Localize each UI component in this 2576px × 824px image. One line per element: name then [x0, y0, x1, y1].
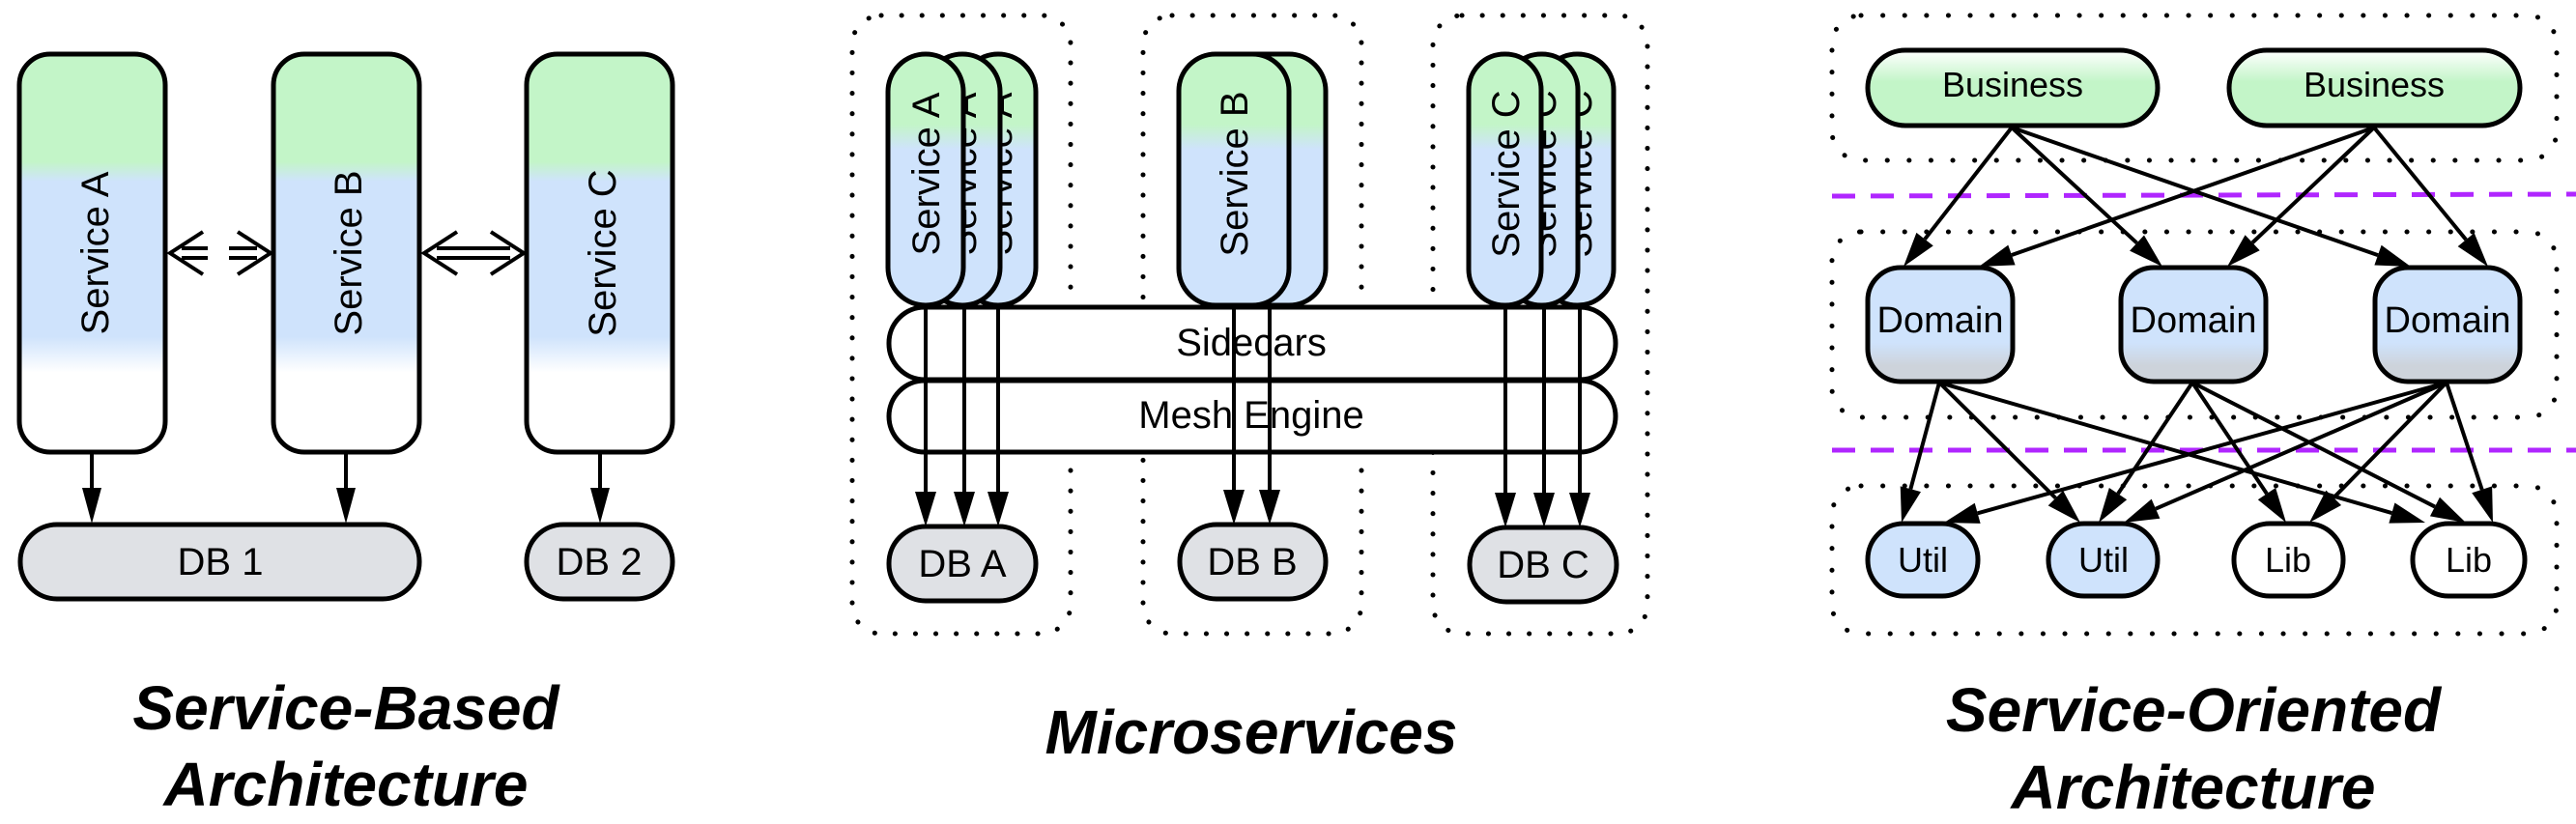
- service-boundary: [1140, 13, 1364, 637]
- business-service: Business: [1865, 47, 2161, 128]
- service-box: Service B: [271, 51, 422, 455]
- node-label: Util: [2078, 540, 2129, 580]
- domain-to-utility-edge: [2191, 381, 2466, 523]
- node-label: Domain: [1877, 300, 2004, 341]
- dashed-double-arrow: [166, 230, 274, 276]
- business-tier-boundary: [1829, 13, 2560, 163]
- service-to-db-arrow: [1533, 307, 1555, 527]
- database-label: DB 2: [557, 541, 643, 583]
- domain-to-utility-edge: [2124, 381, 2447, 523]
- db-arrow: [336, 454, 356, 524]
- layer-label: Mesh Engine: [1138, 394, 1363, 437]
- business-to-domain-edge: [1903, 126, 2014, 267]
- database: DB A: [886, 524, 1039, 604]
- service-box: Service A: [16, 51, 168, 455]
- service-label: Service A: [74, 171, 117, 334]
- domain-to-utility-edge: [1938, 381, 2425, 524]
- database: DB 1: [17, 522, 422, 602]
- node-label: Util: [1898, 540, 1948, 580]
- layer-label: Sidecars: [1176, 322, 1327, 364]
- domain-to-utility-edge: [1944, 381, 2447, 524]
- service-to-db-arrow: [915, 307, 936, 526]
- domain-service: Domain: [1865, 265, 2016, 384]
- sidecars-layer: Sidecars: [886, 304, 1618, 383]
- business-to-domain-edge: [2372, 126, 2488, 267]
- db-arrow: [82, 454, 101, 524]
- service-to-db-arrow: [1223, 307, 1245, 525]
- panel-title: Architecture: [2010, 753, 2376, 822]
- layer-divider: [1831, 191, 2576, 199]
- panel-title: Architecture: [162, 750, 529, 819]
- database: DB 2: [524, 522, 675, 602]
- database-label: DB B: [1207, 541, 1297, 583]
- database: DB C: [1467, 525, 1619, 605]
- library: Lib: [2231, 521, 2346, 599]
- panel-service-based: Service A Service B Service C: [16, 51, 675, 819]
- utility-service: Util: [2046, 521, 2161, 599]
- service-to-db-arrow: [1495, 307, 1516, 527]
- service-label: Service A: [905, 92, 948, 255]
- domain-service: Domain: [2372, 265, 2523, 384]
- business-to-domain-edge: [2010, 126, 2162, 267]
- business-service: Business: [2226, 47, 2523, 128]
- domain-to-utility-edge: [1900, 382, 1941, 523]
- domain-to-utility-edge: [2309, 381, 2448, 523]
- service-db-arrows: [915, 307, 1590, 527]
- service-label: Service B: [328, 170, 370, 335]
- panel-service-oriented: Business Business Domain Domain Domain U…: [1829, 13, 2576, 822]
- business-to-domain-edge: [2227, 126, 2376, 267]
- service-label: Service C: [582, 169, 624, 336]
- library: Lib: [2410, 521, 2528, 599]
- node-label: Business: [1942, 65, 2083, 104]
- node-label: Domain: [2385, 300, 2511, 341]
- service-instance-stack: Service C Service C Service C: [1466, 51, 1617, 308]
- domain-to-utility-edge: [2099, 381, 2194, 523]
- panel-title: Service-Oriented: [1946, 675, 2443, 745]
- panel-microservices: Service A Service A Service A Service B …: [849, 13, 1650, 767]
- domain-to-utility-edge: [2445, 382, 2493, 523]
- database: DB B: [1177, 522, 1329, 602]
- dependency-edges: [1900, 126, 2493, 524]
- utility-service: Util: [1865, 521, 1981, 599]
- node-label: Lib: [2446, 540, 2492, 580]
- db-arrow: [590, 454, 610, 524]
- service-instance-stack: Service A Service A Service A: [885, 51, 1039, 308]
- service-to-db-arrow: [987, 307, 1009, 526]
- domain-to-utility-edge: [2190, 381, 2286, 523]
- utility-tier-boundary: [1829, 483, 2560, 637]
- service-boundary: [849, 13, 1073, 637]
- panel-title: Microservices: [1045, 697, 1458, 767]
- node-label: Lib: [2265, 540, 2311, 580]
- domain-service: Domain: [2118, 265, 2269, 384]
- node-label: Business: [2304, 65, 2445, 104]
- node-label: Domain: [2131, 300, 2257, 341]
- service-to-db-arrow: [954, 307, 975, 526]
- service-instance-stack: Service B: [1176, 51, 1329, 308]
- service-label: Service C: [1485, 90, 1528, 257]
- service-to-db-arrow: [1259, 307, 1280, 525]
- service-box: Service C: [524, 51, 675, 455]
- service-label: Service B: [1214, 91, 1256, 256]
- service-to-db-arrow: [1569, 307, 1590, 527]
- domain-tier-boundary: [1829, 229, 2560, 420]
- mesh-engine-layer: Mesh Engine: [886, 378, 1618, 455]
- database-label: DB C: [1497, 544, 1589, 586]
- solid-double-arrow: [420, 230, 528, 276]
- domain-to-utility-edge: [1937, 381, 2080, 523]
- database-label: DB A: [918, 543, 1006, 585]
- business-to-domain-edge: [1979, 126, 2375, 267]
- database-label: DB 1: [178, 541, 264, 583]
- panel-title: Service-Based: [132, 673, 560, 743]
